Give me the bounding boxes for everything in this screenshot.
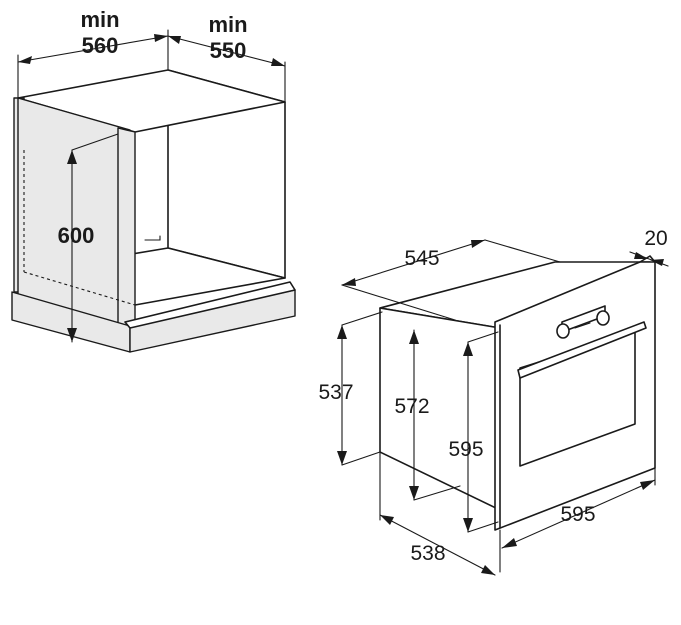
depth-dimension-line: [167, 35, 286, 67]
oven-door-handle: [517, 321, 647, 379]
oven-front-width-line: [501, 479, 656, 549]
oven-depth-bottom-value: 538: [410, 542, 445, 565]
oven-knob-right: [596, 310, 610, 326]
oven-inner-height-value: 572: [394, 395, 429, 418]
cabinet-width-value: 560: [82, 33, 119, 58]
width-dimension-line: [17, 35, 169, 63]
cabinet-side-panel: [17, 97, 131, 329]
oven-front-height-value: 595: [448, 438, 483, 461]
cabinet-front-edge: [117, 127, 136, 331]
cabinet-plinth-top: [124, 281, 296, 329]
oven-depth-top-value: 545: [404, 247, 439, 270]
cabinet-depth-value: 550: [210, 38, 247, 63]
oven-front-width-value: 595: [560, 503, 595, 526]
oven-depth-bottom-line: [379, 514, 496, 576]
cabinet-depth-label: min: [208, 12, 247, 37]
cabinet-drawing: [11, 29, 296, 353]
cabinet-height-value: 600: [58, 223, 95, 248]
oven-drawing: [337, 239, 669, 576]
oven-body-height-value: 537: [318, 381, 353, 404]
oven-depth-top-line: [341, 239, 486, 286]
cabinet-width-label: min: [80, 7, 119, 32]
oven-front-thickness-value: 20: [644, 227, 667, 250]
oven-knob-left: [556, 323, 570, 339]
